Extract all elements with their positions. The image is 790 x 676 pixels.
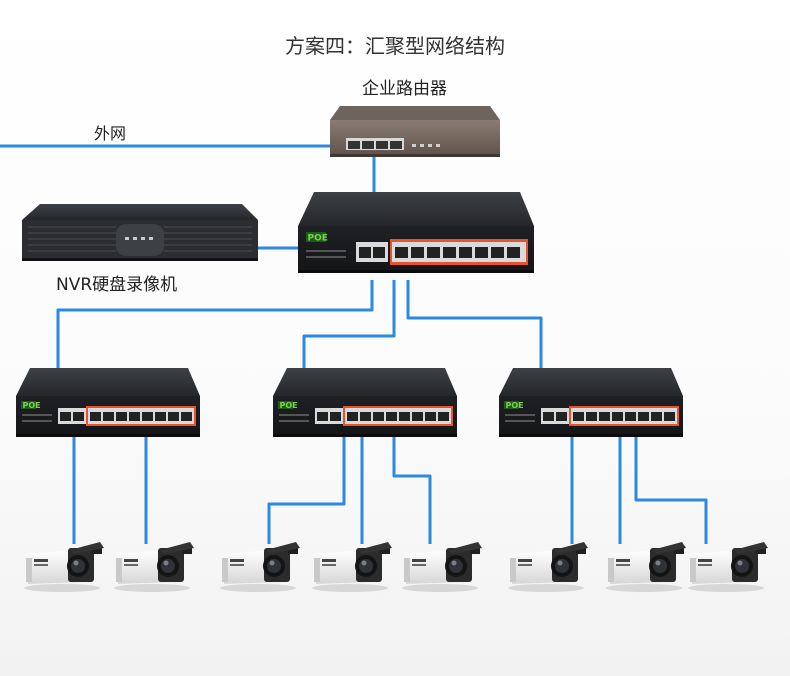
nvr-label: NVR硬盘录像机 [56,275,178,295]
poe-switch-icon: POE [298,192,534,273]
nvr-icon [22,204,258,261]
core-to-switch-right-cable [406,280,543,372]
camera-icon [606,542,686,592]
camera-icon [24,542,104,592]
svg-text:POE: POE [308,234,328,244]
poe-switch-icon [499,368,683,437]
router-label: 企业路由器 [362,79,447,99]
core-to-switch-mid-cable [302,280,396,372]
camera-icon [402,542,482,592]
router-icon [330,106,500,157]
poe-switch-icon [273,368,457,437]
core-to-switch-left-cable [56,280,374,372]
cam5-cable [392,436,432,544]
cable-lines [0,144,708,544]
cam3-cable [267,436,346,544]
poe-switch-icon [16,368,200,437]
cam8-cable [634,436,708,544]
diagram-title: 方案四：汇聚型网络结构 [285,34,505,58]
wan-label: 外网 [94,124,127,143]
camera-icon [220,542,300,592]
camera-icon [114,542,194,592]
camera-icon [508,542,588,592]
camera-icon [688,542,768,592]
camera-icon [312,542,392,592]
